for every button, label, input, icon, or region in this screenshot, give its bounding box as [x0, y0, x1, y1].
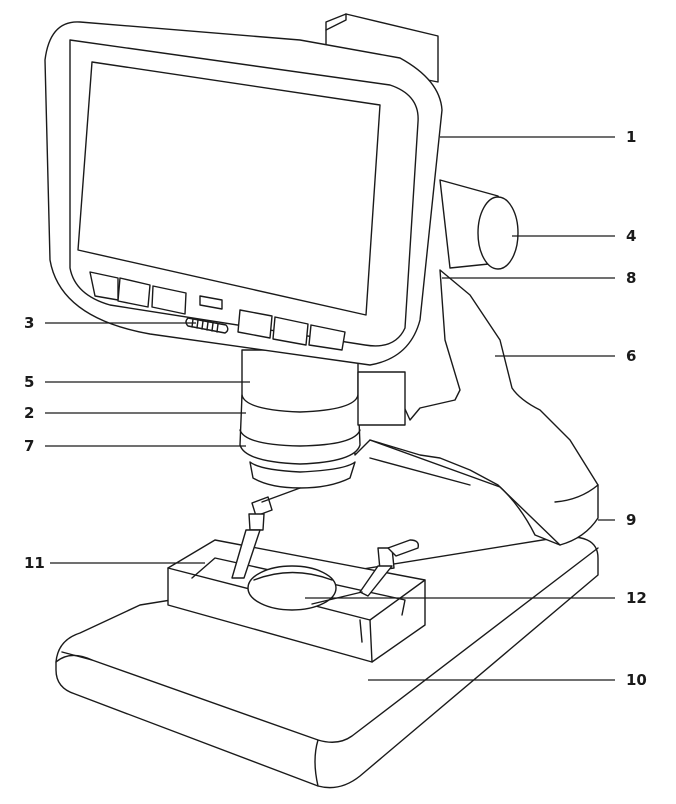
- callout-8: 8: [626, 269, 636, 287]
- callout-12: 12: [626, 589, 647, 607]
- stand-arm: [349, 269, 599, 546]
- callout-11: 11: [24, 554, 45, 572]
- callout-6: 6: [626, 347, 636, 365]
- control-buttons: [89, 271, 346, 351]
- lens-body: [239, 349, 406, 503]
- stage-clips: [231, 496, 420, 605]
- callout-9: 9: [626, 511, 636, 529]
- callout-2: 2: [24, 404, 34, 422]
- callout-4: 4: [626, 227, 636, 245]
- callout-1: 1: [626, 128, 636, 146]
- callout-3: 3: [24, 314, 34, 332]
- lcd-housing: [44, 21, 443, 366]
- leader-lines: [45, 136, 615, 681]
- callout-10: 10: [626, 671, 647, 689]
- callout-7: 7: [24, 437, 34, 455]
- specimen-stage: [167, 539, 426, 663]
- callout-labels: 1 2 3 4 5 6 7 8 9 10 11 12: [24, 128, 647, 689]
- callout-5: 5: [24, 373, 34, 391]
- focus-knob: [439, 179, 519, 270]
